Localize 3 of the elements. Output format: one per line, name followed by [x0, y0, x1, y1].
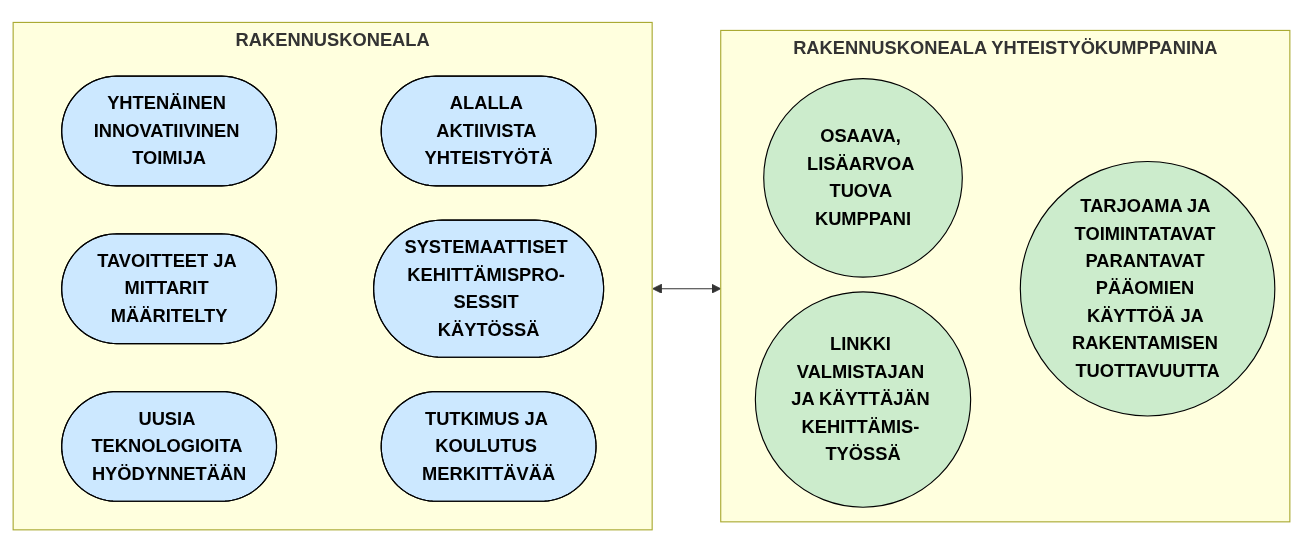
- node-circle: OSAAVA, LISÄARVOA TUOVA KUMPPANI: [763, 77, 963, 278]
- node-circle: LINKKI VALMISTAJAN JA KÄYTTÄJÄN KEHITTÄMIS- TYÖSSÄ: [754, 290, 972, 508]
- node-circle: TARJOAMA JA TOIMINTATAVAT PARANTAVAT PÄÄOMIEN KÄYTTÖÄ JA RAKENTAMISEN TUOTTAVUUTTA: [1019, 160, 1276, 416]
